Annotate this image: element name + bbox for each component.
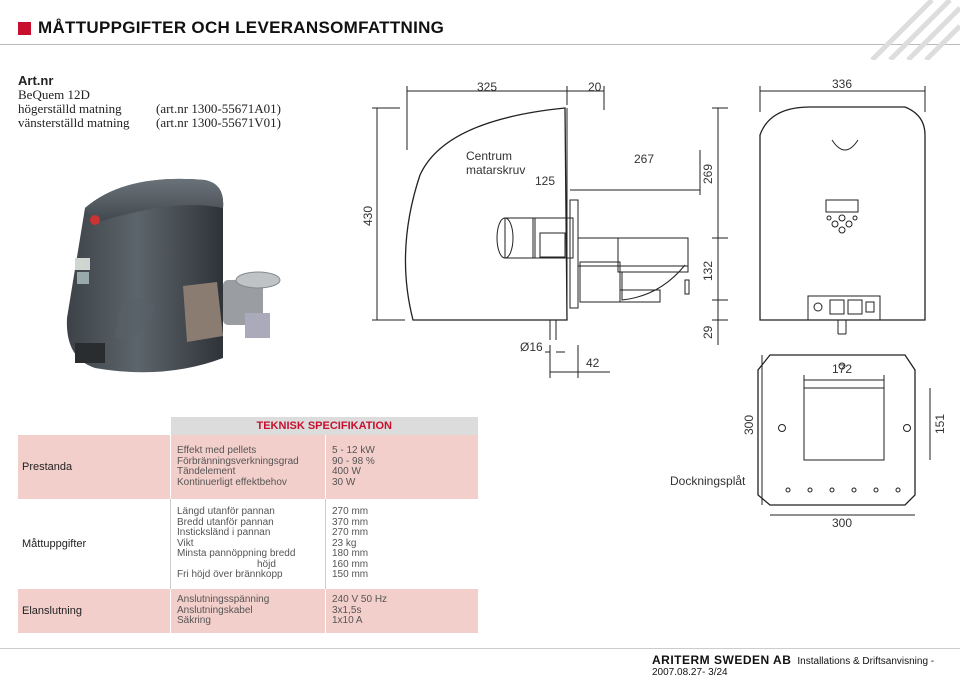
spec-heading: TEKNISK SPECIFIKATION xyxy=(170,417,478,435)
corner-pattern xyxy=(870,0,960,60)
spec-values: 240 V 50 Hz 3x1,5s 1x10 A xyxy=(325,589,478,633)
spec-item: Fri höjd över brännkopp xyxy=(177,569,283,581)
spec-items: Längd utanför pannan Bredd utanför panna… xyxy=(170,499,326,589)
page-title: MÅTTUPPGIFTER OCH LEVERANSOMFATTNING xyxy=(38,18,445,37)
spec-item: Kontinuerligt effektbehov xyxy=(177,476,287,488)
dim-300-horizontal: 300 xyxy=(832,516,853,530)
spec-item: Längd utanför pannan xyxy=(177,506,275,518)
spec-value: 5 - 12 kW xyxy=(332,445,375,456)
spec-value: 240 V 50 Hz xyxy=(332,594,388,606)
spec-value: 160 mm xyxy=(332,558,369,570)
spec-value: 90 - 98 % xyxy=(332,455,375,467)
spec-value: 3x1,5s xyxy=(332,604,362,616)
spec-item: Säkring xyxy=(177,615,211,627)
footer-company: ARITERM SWEDEN AB xyxy=(652,653,792,667)
spec-label: Prestanda xyxy=(22,461,73,473)
art-right-label: högerställd matning xyxy=(18,101,122,116)
spec-row-dimensions: Måttuppgifter Längd utanför pannan Bredd… xyxy=(18,499,478,589)
art-right-nr: (art.nr 1300-55671A01) xyxy=(156,101,281,116)
dim-125: 125 xyxy=(535,174,556,188)
spec-item: Minsta pannöppning bredd xyxy=(177,548,296,560)
spec-item: Förbränningsverkningsgrad xyxy=(177,455,299,467)
spec-values: 5 - 12 kW 90 - 98 % 400 W 30 W xyxy=(325,435,478,499)
spec-item: Effekt med pellets xyxy=(177,445,257,456)
art-heading: Art.nr xyxy=(18,73,54,88)
spec-row-electrical: Elanslutning Anslutningsspänning Anslutn… xyxy=(18,589,478,633)
dim-430: 430 xyxy=(361,205,375,226)
spec-item: Anslutningskabel xyxy=(177,604,253,616)
spec-item: Anslutningsspänning xyxy=(177,594,270,606)
dim-132: 132 xyxy=(701,260,715,281)
spec-items: Effekt med pellets Förbränningsverknings… xyxy=(170,435,326,499)
spec-value: 150 mm xyxy=(332,569,369,581)
article-info: Art.nr BeQuem 12D högerställd matning (ar… xyxy=(18,74,281,130)
spec-value: 30 W xyxy=(332,476,356,488)
art-model: BeQuem 12D xyxy=(18,87,90,102)
spec-item: Tändelement xyxy=(177,466,236,477)
burner-photo xyxy=(66,178,281,373)
spec-value: 270 mm xyxy=(332,527,369,539)
dim-325: 325 xyxy=(477,80,498,94)
spec-item: Bredd utanför pannan xyxy=(177,516,274,528)
dim-151: 151 xyxy=(933,413,947,434)
header-marker xyxy=(18,22,31,35)
spec-item: Insticksländ i pannan xyxy=(177,527,271,539)
spec-header-row: TEKNISK SPECIFIKATION xyxy=(18,417,478,435)
dim-29: 29 xyxy=(701,325,715,339)
dim-diameter-16: Ø16 xyxy=(520,340,543,354)
spec-values: 270 mm 370 mm 270 mm 23 kg 180 mm 160 mm… xyxy=(325,499,478,589)
centrum-label-1: Centrum xyxy=(466,149,513,163)
art-left-label: vänsterställd matning xyxy=(18,115,130,130)
dim-20: 20 xyxy=(588,80,602,94)
art-right-row: högerställd matning (art.nr 1300-55671A01… xyxy=(18,102,281,116)
spec-item: höjd xyxy=(257,558,276,570)
spec-label: Måttuppgifter xyxy=(22,538,87,550)
dim-172: 172 xyxy=(832,362,853,376)
dim-336: 336 xyxy=(832,77,853,91)
spec-items: Anslutningsspänning Anslutningskabel Säk… xyxy=(170,589,326,633)
dim-269: 269 xyxy=(701,163,715,184)
spec-value: 23 kg xyxy=(332,537,357,549)
dim-267: 267 xyxy=(634,152,655,166)
spec-table: TEKNISK SPECIFIKATION Prestanda Effekt m… xyxy=(18,417,478,633)
header-divider xyxy=(0,44,960,45)
spec-value: 180 mm xyxy=(332,548,369,560)
spec-value: 1x10 A xyxy=(332,615,363,627)
spec-value: 370 mm xyxy=(332,516,369,528)
docking-plate-label: Dockningsplåt xyxy=(670,474,746,488)
spec-item: Vikt xyxy=(177,537,194,549)
technical-drawing xyxy=(372,86,931,516)
spec-value: 400 W xyxy=(332,466,361,477)
centrum-label-2: matarskruv xyxy=(466,163,526,177)
dim-300-vertical: 300 xyxy=(742,414,756,435)
spec-value: 270 mm xyxy=(332,506,369,518)
art-left-nr: (art.nr 1300-55671V01) xyxy=(156,115,281,130)
spec-row-performance: Prestanda Effekt med pellets Förbränning… xyxy=(18,435,478,499)
spec-label: Elanslutning xyxy=(22,605,82,617)
footer-divider xyxy=(0,648,960,649)
art-left-row: vänsterställd matning (art.nr 1300-55671V… xyxy=(18,116,281,130)
dim-42: 42 xyxy=(586,356,600,370)
